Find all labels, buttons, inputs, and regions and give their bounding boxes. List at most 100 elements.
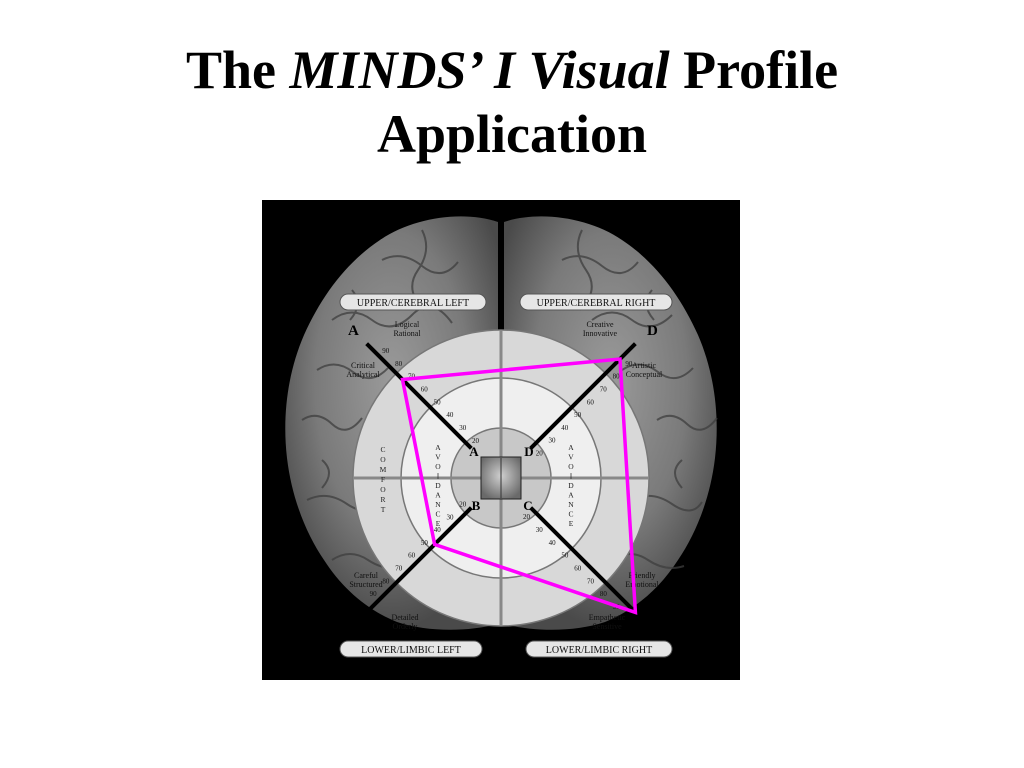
descriptor-d-side-2: Conceptual [626,370,663,379]
tick-d-80: 80 [613,373,621,381]
tick-c-80: 80 [600,590,608,598]
avoidance-word-left-letter-1: A [435,443,441,452]
tick-b-90: 90 [370,590,378,598]
corner-letter-d: D [647,323,658,339]
inner-letter-d: D [524,444,533,459]
axis-a [365,342,473,450]
avoidance-word-left-letter-2: V [435,453,441,462]
descriptor-labels: Logical Rational Critical Analytical Cre… [346,320,663,631]
tick-a-70: 70 [408,373,416,381]
avoidance-word-right-letter-3: O [568,462,574,471]
profile-polygon [400,357,638,615]
tick-c-30: 30 [536,526,544,534]
slide-title: The MINDS’ I Visual Profile Application [0,38,1024,166]
tick-a-40: 40 [446,411,454,419]
quadrant-label-upper-right: UPPER/CEREBRAL RIGHT [519,293,673,311]
comfort-word-left-letter-1: C [380,445,385,454]
brain-fold-9 [621,363,694,379]
title-prefix: The [185,40,290,100]
avoidance-word-left-letter-3: O [435,462,441,471]
quadrant-label-upper-right-text: UPPER/CEREBRAL RIGHT [537,298,656,309]
comfort-word-left-letter-3: M [380,465,387,474]
brain-fold-2 [316,363,389,379]
tick-d-30: 30 [549,437,557,445]
title-italic: MINDS’ I Visual [289,40,670,100]
descriptor-c-bottom-2: Sensitive [592,622,622,631]
avoidance-word-right-letter-5: D [568,481,574,490]
tick-c-70: 70 [587,577,595,585]
quadrant-label-lower-left-text: LOWER/LIMBIC LEFT [361,645,461,656]
tick-b-70: 70 [395,565,403,573]
tick-a-60: 60 [421,386,429,394]
inner-letter-b: B [472,498,481,513]
descriptor-b-side-2: Structured [349,580,382,589]
tick-b-40: 40 [434,526,442,534]
descriptor-a-side-1: Critical [351,361,376,370]
comfort-word-left-letter-2: O [380,455,386,464]
avoidance-word-left-letter-6: A [435,491,441,500]
scale-tick-labels: 20 30 40 50 60 70 80 90 20 30 40 50 60 70 80 90 20 30 40 50… [370,347,633,611]
avoidance-word-right-letter-6: A [568,491,574,500]
title-line-1: The MINDS’ I Visual Profile [0,38,1024,102]
descriptor-d-side-1: Artistic [632,361,656,370]
title-suffix: Profile [669,40,839,100]
inner-letter-a: A [469,444,479,459]
brain-fold-17 [321,459,330,489]
tick-c-20: 20 [523,513,531,521]
tick-c-50: 50 [561,552,569,560]
brain-fold-18 [674,459,683,489]
quadrant-label-upper-left: UPPER/CEREBRAL LEFT [339,293,487,311]
axis-d [529,342,637,450]
tick-b-60: 60 [408,552,416,560]
tick-d-60: 60 [587,398,595,406]
tick-d-20: 20 [536,450,544,458]
tick-b-50: 50 [421,539,429,547]
comfort-word-left-letter-4: F [381,475,385,484]
avoidance-word-left-letter-9: E [436,519,441,528]
descriptor-d-top-2: Innovative [583,329,618,338]
axis-b [365,506,473,614]
descriptor-d-top-1: Creative [586,320,614,329]
tick-a-30: 30 [459,424,467,432]
descriptor-a-top-1: Logical [395,320,420,329]
avoidance-word-right-letter-8: C [568,510,573,519]
avoidance-word-right-letter-2: V [568,453,574,462]
avoidance-word-right-letter-4: I [570,472,573,481]
comfort-word-left-letter-6: R [380,495,385,504]
descriptor-c-bottom-1: Empathetic [589,613,626,622]
brain-fold-10 [656,414,718,431]
tick-d-40: 40 [561,424,569,432]
avoidance-word-right-letter-9: E [569,519,574,528]
diagonal-axes [365,342,637,614]
tick-a-20: 20 [472,437,480,445]
quadrant-label-lower-right-text: LOWER/LIMBIC RIGHT [546,645,652,656]
descriptor-c-side-2: Emotional [625,580,659,589]
quadrant-label-upper-left-text: UPPER/CEREBRAL LEFT [357,298,469,309]
brain-fold-6 [381,255,459,274]
avoidance-word-left-letter-8: C [435,510,440,519]
tick-b-20: 20 [459,501,467,509]
corner-letter-a: A [348,323,359,339]
descriptor-b-bottom-2: Orderly [393,622,418,631]
avoidance-word-right-letter-7: N [568,500,574,509]
tick-c-60: 60 [574,564,582,572]
quadrant-label-lower-right: LOWER/LIMBIC RIGHT [525,640,673,658]
avoidance-word-left-letter-5: D [435,481,441,490]
descriptor-a-top-2: Rational [393,329,421,338]
tick-c-40: 40 [549,539,557,547]
tick-d-70: 70 [600,386,608,394]
brain-fold-7 [561,255,639,274]
tick-a-90: 90 [382,347,390,355]
profile-figure: UPPER/CEREBRAL LEFT UPPER/CEREBRAL RIGHT… [262,200,740,680]
descriptor-c-side-1: Friendly [628,571,655,580]
descriptor-b-side-1: Careful [354,571,379,580]
title-line-2: Application [376,104,648,164]
tick-b-80: 80 [382,577,390,585]
tick-a-50: 50 [434,398,442,406]
avoidance-word-right-letter-1: A [568,443,574,452]
brain-fold-3 [301,414,363,431]
comfort-word-left-letter-5: O [380,485,386,494]
avoidance-word-left-letter-7: N [435,500,441,509]
axis-c [529,506,637,614]
descriptor-a-side-2: Analytical [346,370,380,379]
